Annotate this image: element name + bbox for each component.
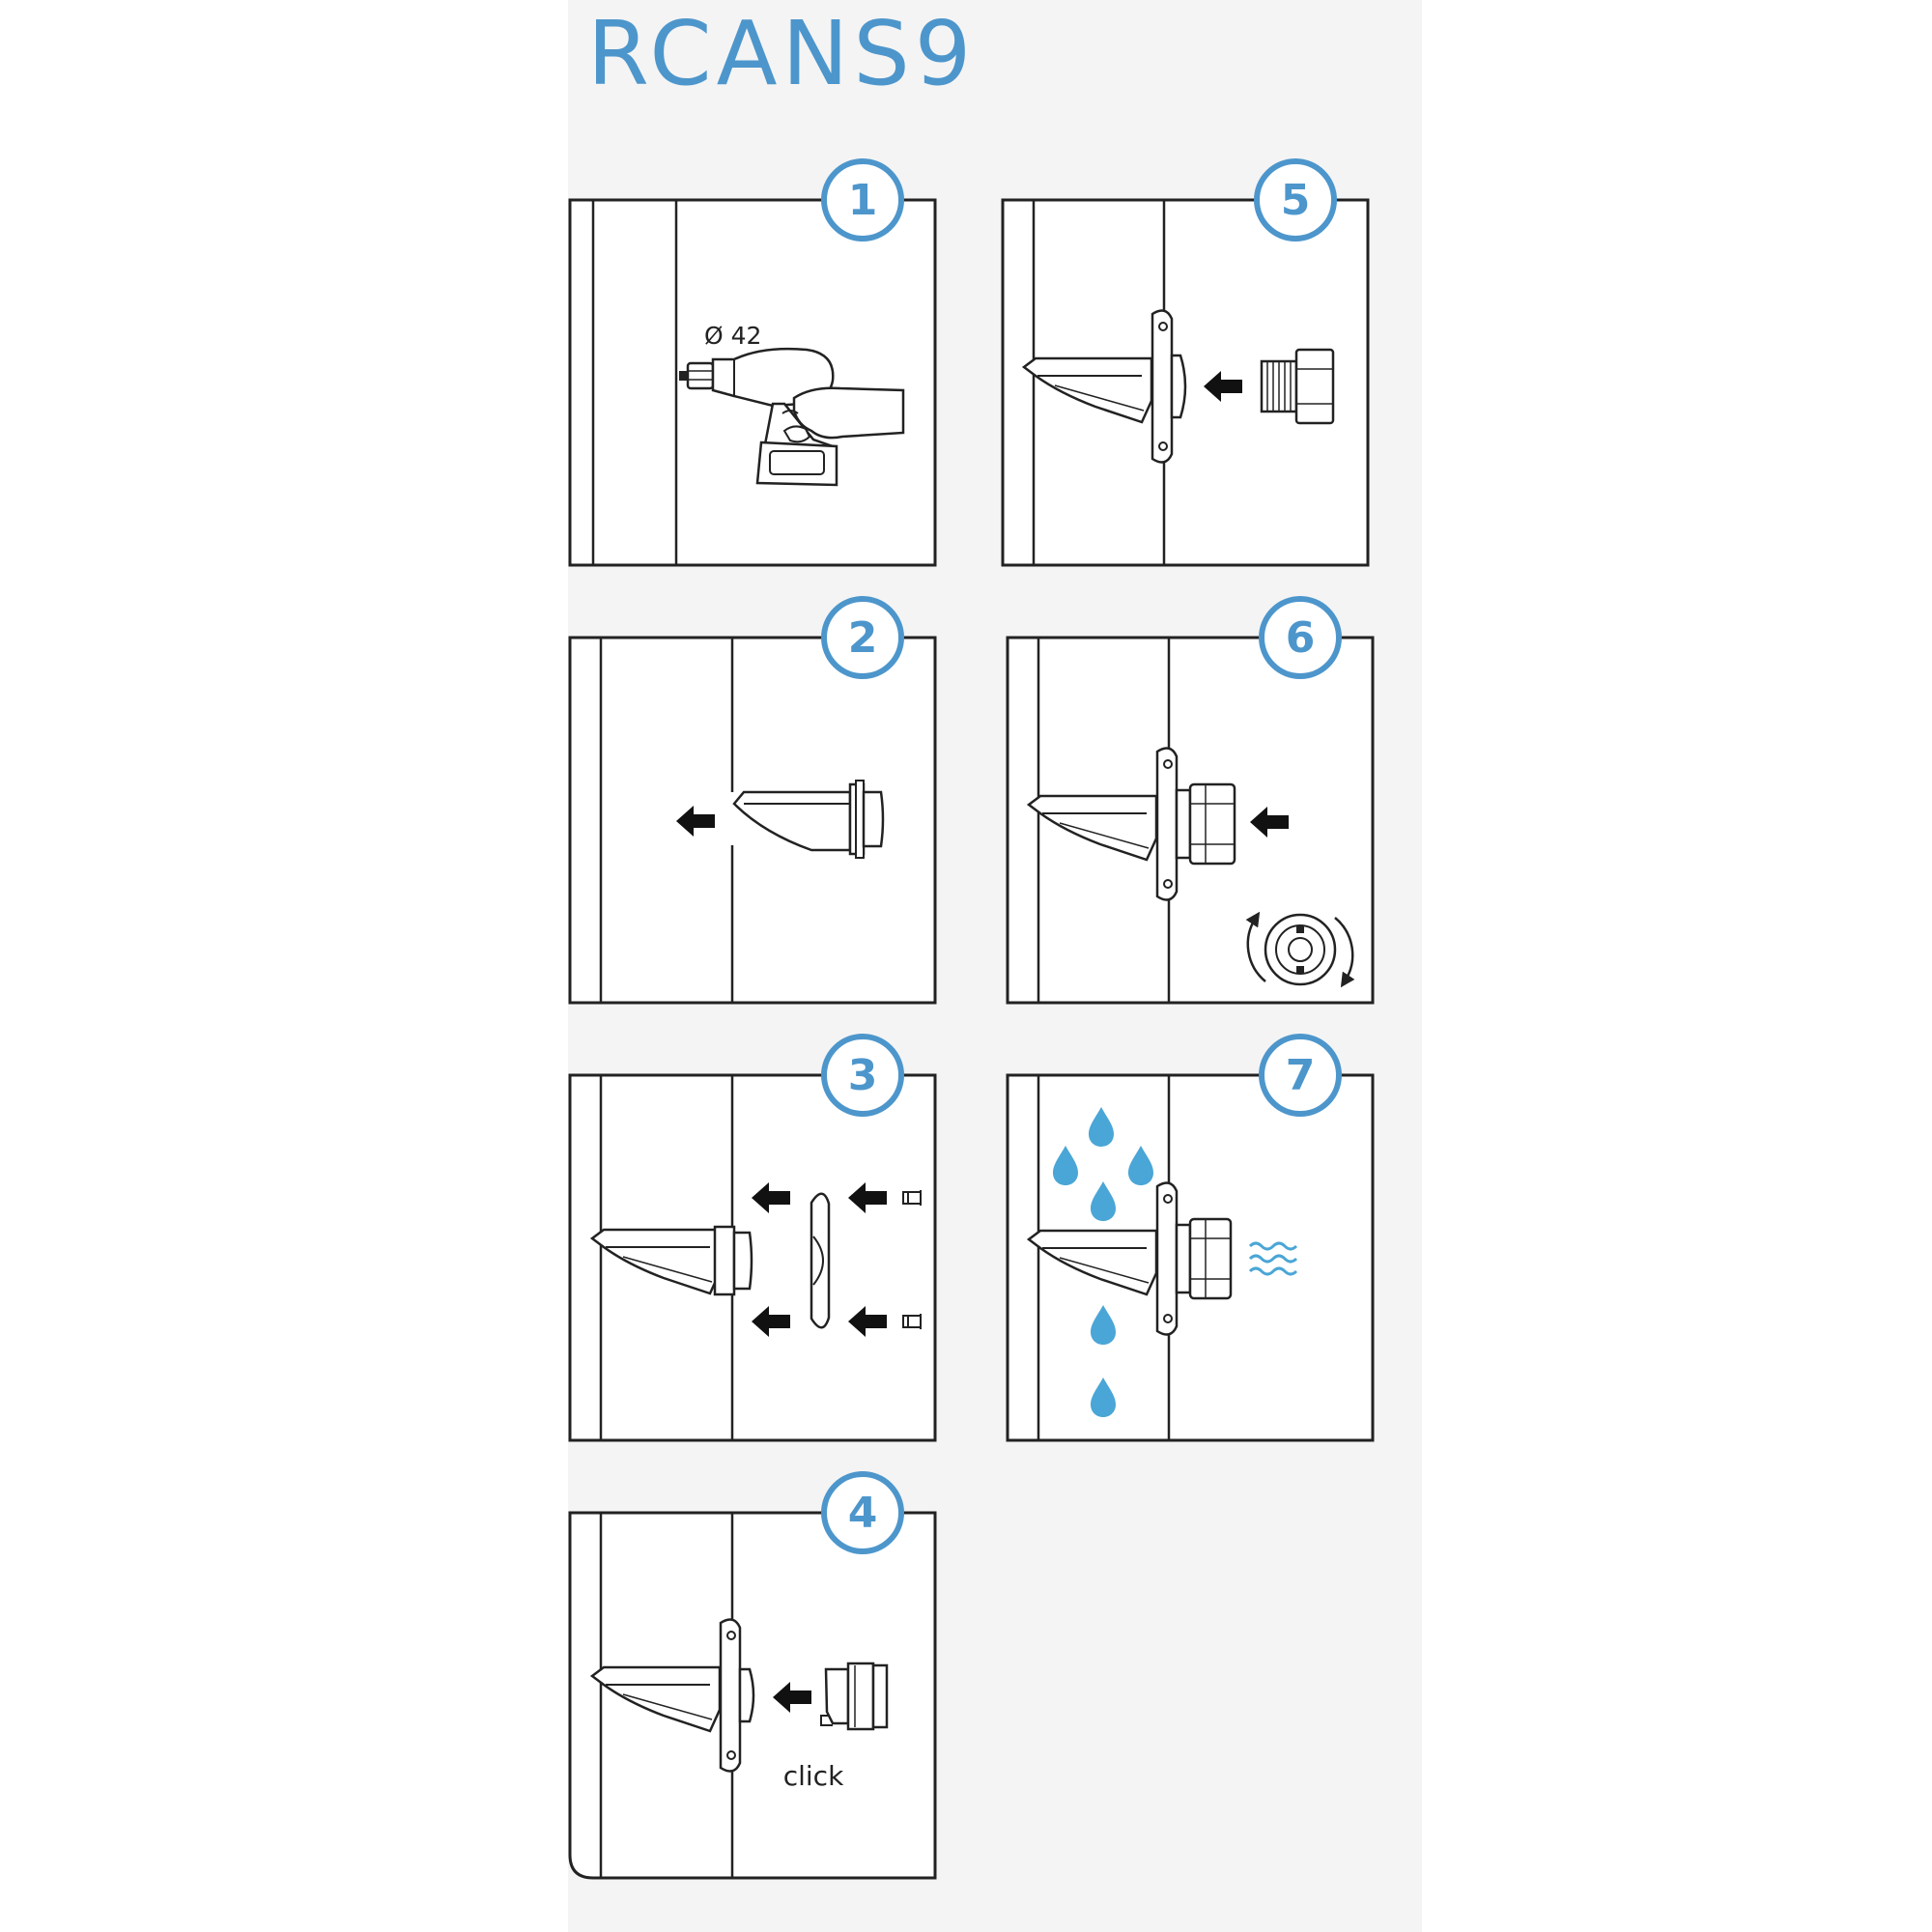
step-6-panel: 6: [1006, 596, 1375, 1005]
hole-diameter-label: Ø 42: [704, 322, 761, 350]
step-6-number: 6: [1286, 613, 1316, 663]
step-1-number: 1: [848, 176, 878, 225]
step-3-number: 3: [848, 1051, 878, 1100]
rain-water-flow-icon: [1027, 1107, 1298, 1417]
screw-coupling-icon: [1027, 747, 1355, 988]
attach-adapter-icon: [1022, 309, 1335, 464]
hole-saw-drill-icon: [679, 347, 905, 487]
step-1-panel: Ø 42 1: [568, 158, 937, 567]
step-7-number: 7: [1286, 1051, 1316, 1100]
product-title: RCANS9: [587, 2, 977, 105]
step-5-number: 5: [1281, 176, 1311, 225]
mount-flange-screws-icon: [590, 1182, 922, 1337]
click-label: click: [783, 1760, 844, 1792]
step-2-number: 2: [848, 613, 878, 663]
step-4-number: 4: [848, 1489, 878, 1538]
insert-spout-icon: [676, 780, 885, 859]
step-5-panel: 5: [1001, 158, 1370, 567]
step-7-panel: 7: [1006, 1034, 1375, 1442]
step-3-panel: 3: [568, 1034, 937, 1442]
step-4-panel: click 4: [568, 1471, 937, 1880]
click-connector-icon: [590, 1618, 889, 1773]
step-2-panel: 2: [568, 596, 937, 1005]
